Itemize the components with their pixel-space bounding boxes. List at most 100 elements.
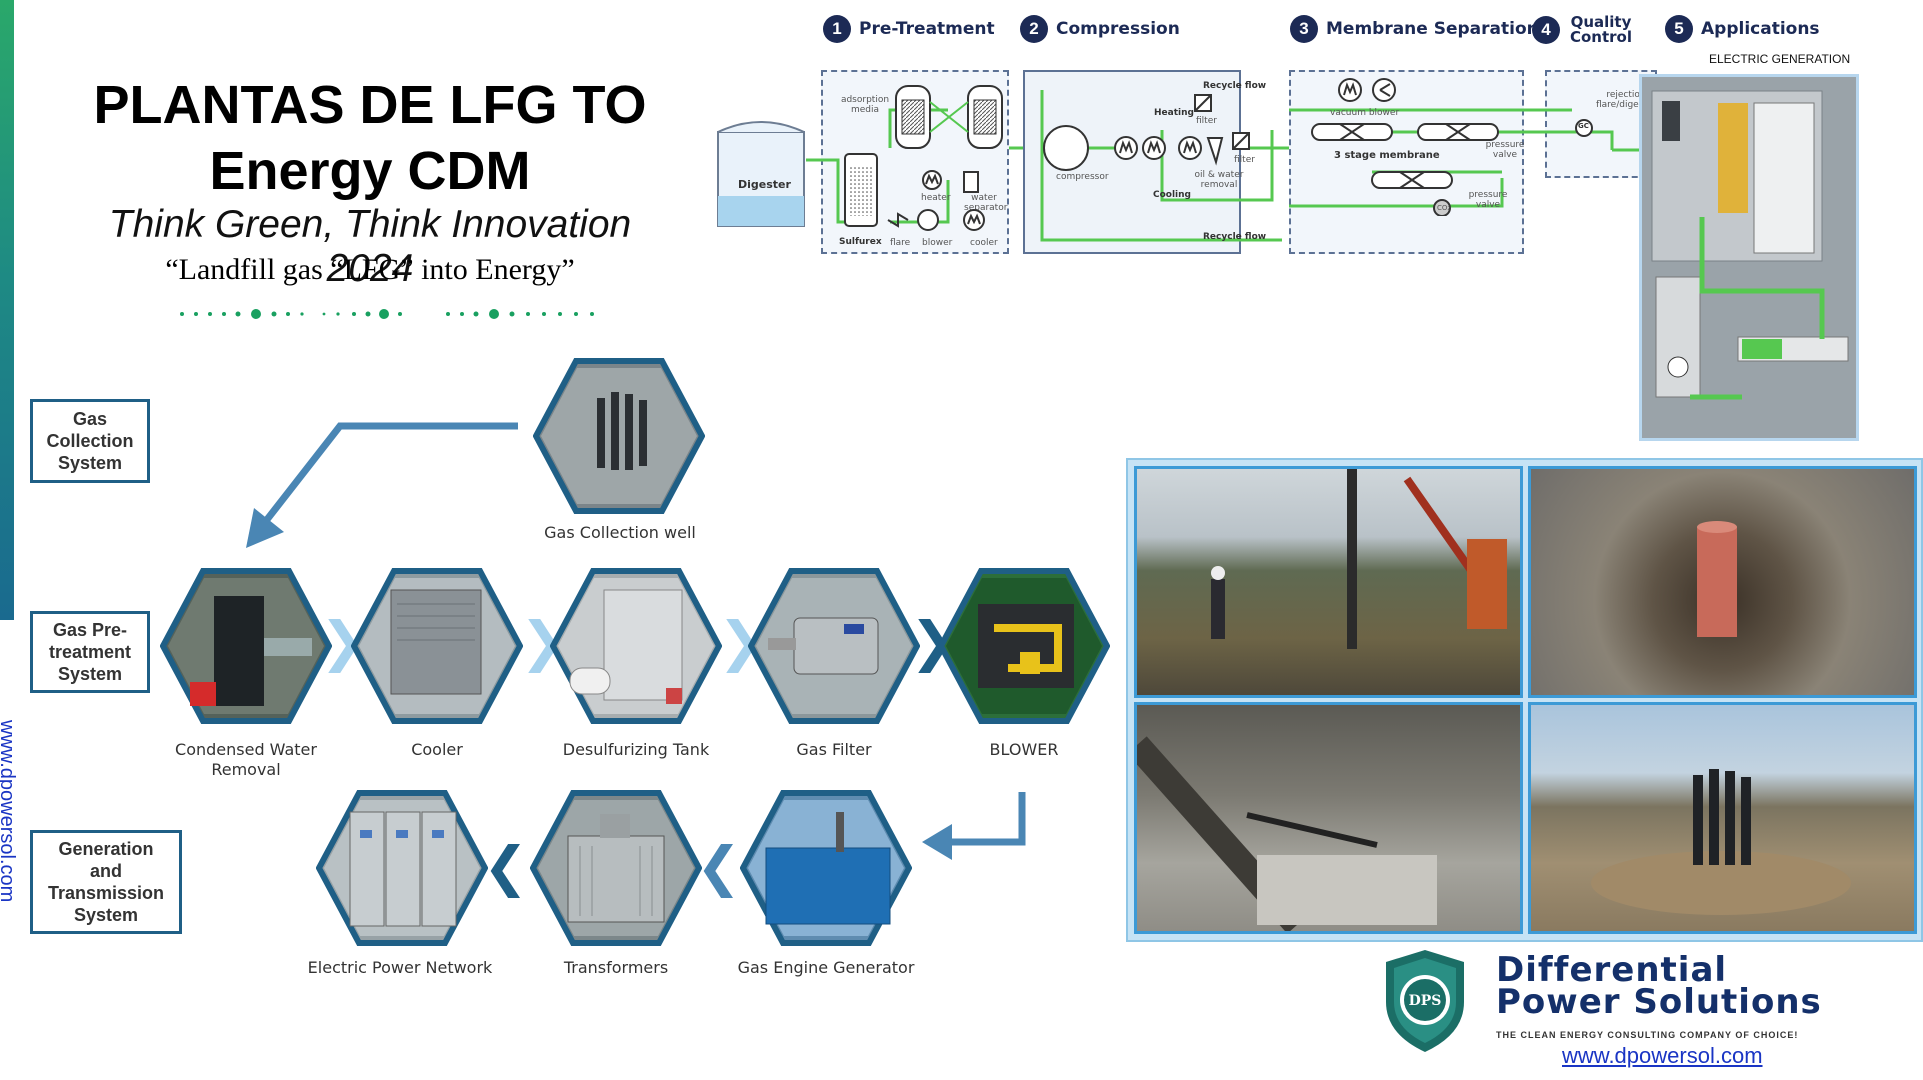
process-diagram: 1 Pre-Treatment 2 Compression 3 Membrane… (712, 0, 1923, 441)
step-3-number: 3 (1290, 15, 1318, 43)
digester-tank-icon (717, 121, 805, 227)
sulfurex-vessel-icon (844, 153, 878, 227)
trench-pipes-scene-icon (1137, 736, 1437, 931)
pretreatment-system-box: Gas Pre-treatment System (30, 611, 150, 693)
step-5-header: 5 Applications (1665, 15, 1820, 43)
oil-water-label: oil & water removal (1194, 170, 1244, 190)
logo-url-link[interactable]: www.dpowersol.com (1562, 1043, 1763, 1068)
quality-control-box (1545, 70, 1657, 178)
photo-collection-well-site (1528, 702, 1917, 934)
side-url-text[interactable]: www.dpowersol.com (0, 720, 18, 903)
step-3-header: 3 Membrane Separation (1290, 15, 1539, 43)
collection-well-scene-icon (1591, 769, 1851, 915)
gc-label: GC (1578, 122, 1589, 130)
adsorption-label: adsorption media (840, 95, 890, 115)
title-line-2: Energy CDM (209, 141, 531, 201)
hex-label-transformers: Transformers (563, 958, 669, 977)
hex-label-blower: BLOWER (989, 740, 1059, 759)
title-line-1: PLANTAS DE LFG TO (93, 75, 647, 135)
hex-gas-collection-well (533, 358, 705, 514)
flare-label: flare (890, 238, 911, 248)
chevron-left-icon: ❮ (696, 837, 742, 897)
photo-well-pipe (1528, 466, 1917, 698)
hex-gas-engine-generator (740, 790, 912, 946)
step-5-number: 5 (1665, 15, 1693, 43)
pressure-valve-label-2: pressure valve (1468, 190, 1508, 210)
arrow-down-left-2 (922, 792, 1026, 860)
gas-collection-system-label: Gas Collection System (46, 409, 134, 473)
membrane-box (1289, 70, 1524, 254)
hex-condensed-water-removal (160, 568, 332, 724)
logo-initials: DPS (1409, 993, 1442, 1009)
compressor-label: compressor (1056, 172, 1109, 182)
side-url-link[interactable]: www.dpowersol.com (0, 720, 24, 940)
cooling-label: Cooling (1153, 190, 1191, 200)
filter-icon (1194, 94, 1212, 112)
generation-system-label: Generation and Transmission System (47, 839, 165, 925)
hex-label-condensed: Condensed Water Removal (175, 740, 317, 779)
filter-label-2: filter (1234, 155, 1255, 165)
dps-logo-shield-icon: DPS (1386, 950, 1464, 1052)
well-pipe-scene-icon (1697, 521, 1737, 637)
plant-layout-icon (1651, 90, 1849, 400)
hex-blower (938, 568, 1110, 724)
generation-system-box: Generation and Transmission System (30, 830, 182, 934)
compressor-train-icon (1043, 125, 1224, 171)
step-2-label: Compression (1056, 19, 1180, 39)
step-2-number: 2 (1020, 15, 1048, 43)
hex-label-network: Electric Power Network (307, 958, 493, 977)
hex-desulfurizing-tank (550, 568, 722, 724)
photo-trench-pipes (1134, 702, 1523, 934)
pretreatment-equipment-icon (887, 170, 985, 231)
arrow-down-left (246, 422, 518, 548)
co2-label: CO₂ (1437, 204, 1451, 212)
recycle-flow-top-label: Recycle flow (1203, 81, 1267, 91)
digester-label: Digester (738, 178, 791, 191)
step-1-number: 1 (823, 15, 851, 43)
cooler-small-label: cooler (970, 238, 998, 248)
pressure-valve-label-1: pressure valve (1485, 140, 1525, 160)
step-4-number: 4 (1532, 16, 1560, 44)
three-stage-membrane-label: 3 stage membrane (1334, 150, 1440, 161)
vacuum-blower-label: vacuum blower (1330, 108, 1400, 118)
recycle-flow-bottom-label: Recycle flow (1203, 232, 1267, 242)
hex-label-desulf: Desulfurizing Tank (562, 740, 710, 759)
hex-label-engine: Gas Engine Generator (737, 958, 915, 977)
step-4-label: Quality Control (1569, 13, 1632, 46)
filter-icon-2 (1232, 132, 1250, 150)
subtitle: Think Green, Think Innovation 2024 (108, 203, 632, 290)
step-3-label: Membrane Separation (1326, 19, 1539, 39)
step-1-header: 1 Pre-Treatment (823, 15, 995, 43)
hex-cooler (351, 568, 523, 724)
applications-caption: ELECTRIC GENERATION (1709, 52, 1851, 66)
heating-label: Heating (1154, 108, 1194, 118)
drilling-rig-scene-icon (1211, 469, 1507, 649)
hex-gas-filter (748, 568, 920, 724)
step-4-header: 4 Quality Control (1532, 15, 1636, 45)
generation-plant-render (1639, 74, 1859, 441)
hex-label-filter: Gas Filter (796, 740, 872, 759)
step-5-label: Applications (1701, 19, 1820, 39)
logo-name-line-2: Power Solutions (1496, 982, 1822, 1022)
dotted-divider (180, 309, 594, 319)
site-photo-grid (1126, 458, 1923, 942)
adsorption-vessels-icon (895, 85, 1003, 149)
hex-label-cooler: Cooler (411, 740, 463, 759)
logo-name-line-1: Differential (1496, 950, 1728, 990)
accent-bar (0, 0, 14, 620)
filter-label-1: filter (1196, 116, 1217, 126)
hex-electric-power-network (316, 790, 488, 946)
rejection-label: rejection flare/digester (1596, 90, 1657, 110)
hex-transformers (530, 790, 702, 946)
blower-small-label: blower (922, 238, 953, 248)
step-2-header: 2 Compression (1020, 15, 1180, 43)
tagline: “Landfill gas “LFG” into Energy” (165, 253, 575, 286)
gas-collection-system-box: Gas Collection System (30, 399, 150, 483)
page-title: PLANTAS DE LFG TO Energy CDM (60, 72, 680, 204)
membrane-stage-icon (1311, 78, 1499, 216)
water-separator-label: water separator (964, 193, 1008, 213)
logo-tagline: THE CLEAN ENERGY CONSULTING COMPANY OF C… (1496, 1030, 1799, 1040)
photo-drilling-rig (1134, 466, 1523, 698)
chevron-left-icon: ❮ (483, 837, 529, 897)
sulfurex-label: Sulfurex (839, 237, 882, 247)
